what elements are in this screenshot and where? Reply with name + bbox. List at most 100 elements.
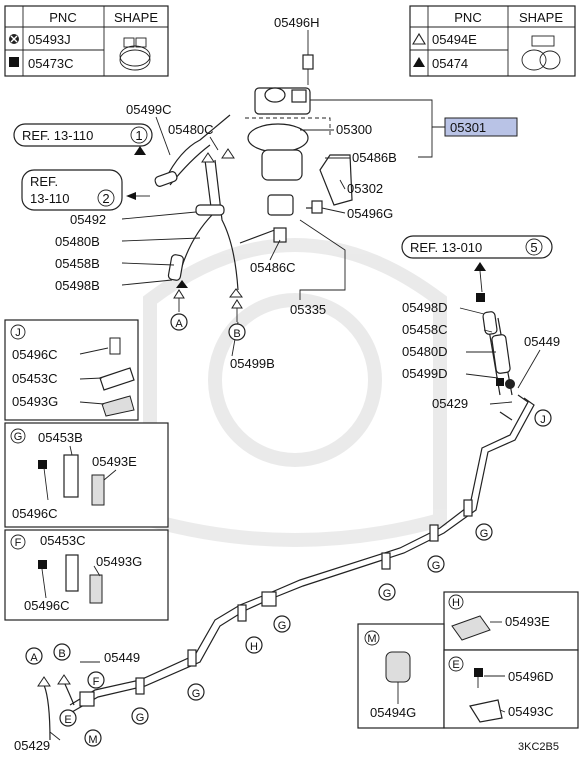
label-05300: 05300	[336, 122, 372, 137]
filled-square-icon	[9, 57, 19, 67]
marker-E-main: E	[59, 709, 77, 727]
label-05458B: 05458B	[55, 256, 100, 271]
svg-text:05496C: 05496C	[12, 347, 58, 362]
svg-text:1: 1	[135, 128, 142, 143]
label-05449-right: 05449	[524, 334, 560, 349]
svg-text:H: H	[452, 597, 460, 609]
label-05335: 05335	[290, 302, 326, 317]
watermark-logo	[143, 238, 447, 547]
flow-arrows	[126, 146, 243, 322]
leader-lines	[49, 30, 541, 741]
fuel-filter-assembly	[239, 45, 353, 244]
svg-text:2: 2	[102, 191, 109, 206]
filled-triangle-icon	[413, 57, 425, 67]
svg-text:REF.: REF.	[30, 174, 58, 189]
detail-box-M: M 05494G	[357, 623, 445, 729]
svg-text:05493G: 05493G	[12, 394, 58, 409]
label-05486C: 05486C	[250, 260, 296, 275]
marker-F-main: F	[87, 671, 105, 689]
marker-B-upper: B	[228, 323, 246, 341]
shape-header-right: SHAPE	[519, 10, 563, 25]
svg-text:M: M	[88, 734, 97, 746]
svg-text:05453C: 05453C	[40, 533, 86, 548]
ref-13-010-5[interactable]: REF. 13-010 5	[401, 235, 553, 259]
svg-text:05493E: 05493E	[505, 614, 550, 629]
location-markers: A B J G G G G H G G A B F E M	[25, 313, 552, 747]
marker-G-4: G	[273, 615, 291, 633]
svg-text:F: F	[15, 537, 22, 549]
svg-text:05496C: 05496C	[24, 598, 70, 613]
shape-table-right: PNC SHAPE 05494E 05474	[409, 5, 576, 77]
label-05480D: 05480D	[402, 344, 448, 359]
marker-B-lower: B	[53, 643, 71, 661]
svg-text:05496C: 05496C	[12, 506, 58, 521]
label-05429-right: 05429	[432, 396, 468, 411]
svg-text:B: B	[58, 648, 65, 660]
pnc-05474: 05474	[432, 56, 468, 71]
marker-G-2: G	[427, 555, 445, 573]
svg-text:05494G: 05494G	[370, 705, 416, 720]
marker-G-1: G	[475, 523, 493, 541]
svg-text:05301: 05301	[450, 120, 486, 135]
marker-G-5: G	[187, 683, 205, 701]
svg-text:E: E	[64, 714, 71, 726]
svg-text:05453C: 05453C	[12, 371, 58, 386]
svg-text:05493C: 05493C	[508, 704, 554, 719]
detail-box-F: F 05453C 05493G 05496C	[4, 529, 169, 621]
svg-text:B: B	[233, 328, 240, 340]
ref-13-110-1[interactable]: REF. 13-110 1	[13, 123, 153, 147]
label-05492: 05492	[70, 212, 106, 227]
label-05499D: 05499D	[402, 366, 448, 381]
marker-G-6: G	[131, 707, 149, 725]
svg-text:05453B: 05453B	[38, 430, 83, 445]
svg-text:F: F	[93, 676, 100, 688]
open-triangle-icon	[412, 32, 426, 45]
assembly-part-05301[interactable]: 05301	[310, 99, 518, 158]
detail-box-H: H 05493E	[443, 591, 579, 651]
svg-text:05493E: 05493E	[92, 454, 137, 469]
label-05449-bottom: 05449	[104, 650, 140, 665]
svg-text:G: G	[14, 431, 23, 443]
svg-text:05493G: 05493G	[96, 554, 142, 569]
svg-text:J: J	[540, 414, 546, 426]
label-05496G: 05496G	[347, 206, 393, 221]
svg-text:05496D: 05496D	[508, 669, 554, 684]
marker-J-main: J	[534, 409, 552, 427]
svg-text:E: E	[452, 659, 459, 671]
svg-text:G: G	[480, 528, 489, 540]
shape-header: SHAPE	[114, 10, 158, 25]
svg-text:G: G	[432, 560, 441, 572]
svg-text:A: A	[30, 652, 38, 664]
svg-text:A: A	[175, 318, 183, 330]
detail-box-E: E 05496D 05493C	[443, 649, 579, 729]
label-05496H: 05496H	[274, 15, 320, 30]
ref-13-110-2[interactable]: REF. 13-110 2	[21, 169, 123, 211]
label-05480C: 05480C	[168, 122, 214, 137]
pnc-header: PNC	[49, 10, 76, 25]
lower-left-hoses	[37, 661, 100, 741]
svg-text:G: G	[192, 688, 201, 700]
svg-text:REF. 13-110: REF. 13-110	[22, 128, 93, 143]
pnc-05493J: 05493J	[28, 32, 71, 47]
pnc-05473C: 05473C	[28, 56, 74, 71]
svg-text:M: M	[367, 633, 376, 645]
svg-text:5: 5	[530, 240, 537, 255]
svg-text:G: G	[136, 712, 145, 724]
svg-text:J: J	[15, 327, 21, 339]
clip-shape-icon	[521, 35, 561, 71]
marker-H-main: H	[245, 636, 263, 654]
marker-G-3: G	[378, 583, 396, 601]
diagram-code: 3KC2B5	[518, 741, 559, 753]
label-05480B: 05480B	[55, 234, 100, 249]
label-05429-bottom: 05429	[14, 738, 50, 753]
label-05499B: 05499B	[230, 356, 275, 371]
marker-M-main: M	[84, 729, 102, 747]
upper-hoses	[154, 114, 239, 291]
pnc-header-right: PNC	[454, 10, 481, 25]
detail-box-G: G 05453B 05493E 05496C	[4, 422, 169, 528]
marker-A-upper: A	[170, 313, 188, 331]
svg-text:13-110: 13-110	[30, 191, 70, 206]
svg-text:REF. 13-010: REF. 13-010	[410, 240, 482, 255]
